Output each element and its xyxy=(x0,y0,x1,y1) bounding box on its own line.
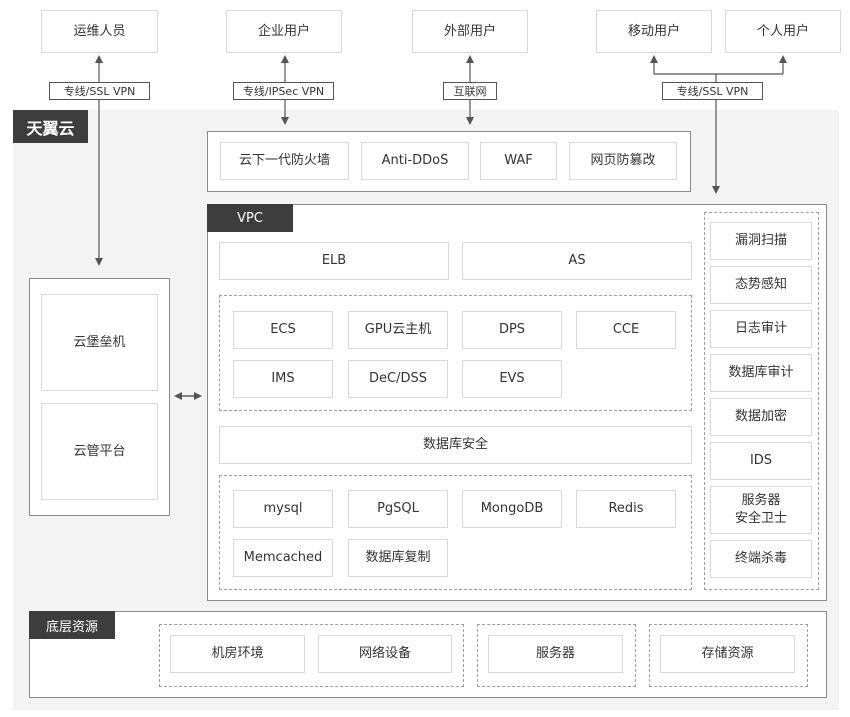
vpc-elb: ELB xyxy=(219,242,449,280)
compute-evs: EVS xyxy=(462,360,562,398)
compute-dec-dss: DeC/DSS xyxy=(348,360,448,398)
infra-network: 网络设备 xyxy=(318,635,452,673)
db-redis: Redis xyxy=(576,490,676,528)
sec-db-audit: 数据库审计 xyxy=(710,354,812,392)
infra-group-3 xyxy=(649,624,808,687)
compute-ims: IMS xyxy=(233,360,333,398)
db-security: 数据库安全 xyxy=(219,426,692,464)
user-ops: 运维人员 xyxy=(41,10,158,53)
compute-cce: CCE xyxy=(576,311,676,349)
conn-mobile-vpn: 专线/SSL VPN xyxy=(662,82,763,100)
compute-dps: DPS xyxy=(462,311,562,349)
user-mobile: 移动用户 xyxy=(596,10,712,53)
sec-server-guard: 服务器 安全卫士 xyxy=(710,486,812,534)
db-mongodb: MongoDB xyxy=(462,490,562,528)
cloud-mgmt-platform: 云管平台 xyxy=(41,403,158,500)
user-enterprise: 企业用户 xyxy=(226,10,342,53)
perimeter-firewall: 云下一代防火墙 xyxy=(220,142,349,180)
infra-group-1 xyxy=(159,624,464,687)
db-pgsql: PgSQL xyxy=(348,490,448,528)
security-services-group xyxy=(704,212,819,590)
perimeter-web-tamper: 网页防篡改 xyxy=(569,142,677,180)
db-mysql: mysql xyxy=(233,490,333,528)
sec-situation: 态势感知 xyxy=(710,266,812,304)
sec-encryption: 数据加密 xyxy=(710,398,812,436)
cloud-title: 天翼云 xyxy=(13,110,88,143)
user-personal: 个人用户 xyxy=(725,10,841,53)
infra-storage: 存储资源 xyxy=(660,635,795,673)
sec-vuln-scan: 漏洞扫描 xyxy=(710,222,812,260)
database-group xyxy=(219,475,692,590)
sec-antivirus: 终端杀毒 xyxy=(710,540,812,578)
compute-group xyxy=(219,295,692,411)
vpc-as: AS xyxy=(462,242,692,280)
conn-enterprise-vpn: 专线/IPSec VPN xyxy=(233,82,334,100)
db-replication: 数据库复制 xyxy=(348,539,448,577)
infra-group-2 xyxy=(477,624,636,687)
compute-gpu: GPU云主机 xyxy=(348,311,448,349)
infra-title: 底层资源 xyxy=(29,611,115,639)
infra-server: 服务器 xyxy=(488,635,623,673)
sec-ids: IDS xyxy=(710,442,812,480)
bastion-host: 云堡垒机 xyxy=(41,294,158,391)
user-external: 外部用户 xyxy=(412,10,528,53)
compute-ecs: ECS xyxy=(233,311,333,349)
perimeter-waf: WAF xyxy=(480,142,557,180)
infra-machine-room: 机房环境 xyxy=(170,635,305,673)
perimeter-anti-ddos: Anti-DDoS xyxy=(361,142,469,180)
db-memcached: Memcached xyxy=(233,539,333,577)
vpc-title: VPC xyxy=(207,204,293,232)
conn-ops-vpn: 专线/SSL VPN xyxy=(49,82,150,100)
conn-internet: 互联网 xyxy=(443,82,497,100)
sec-log-audit: 日志审计 xyxy=(710,310,812,348)
